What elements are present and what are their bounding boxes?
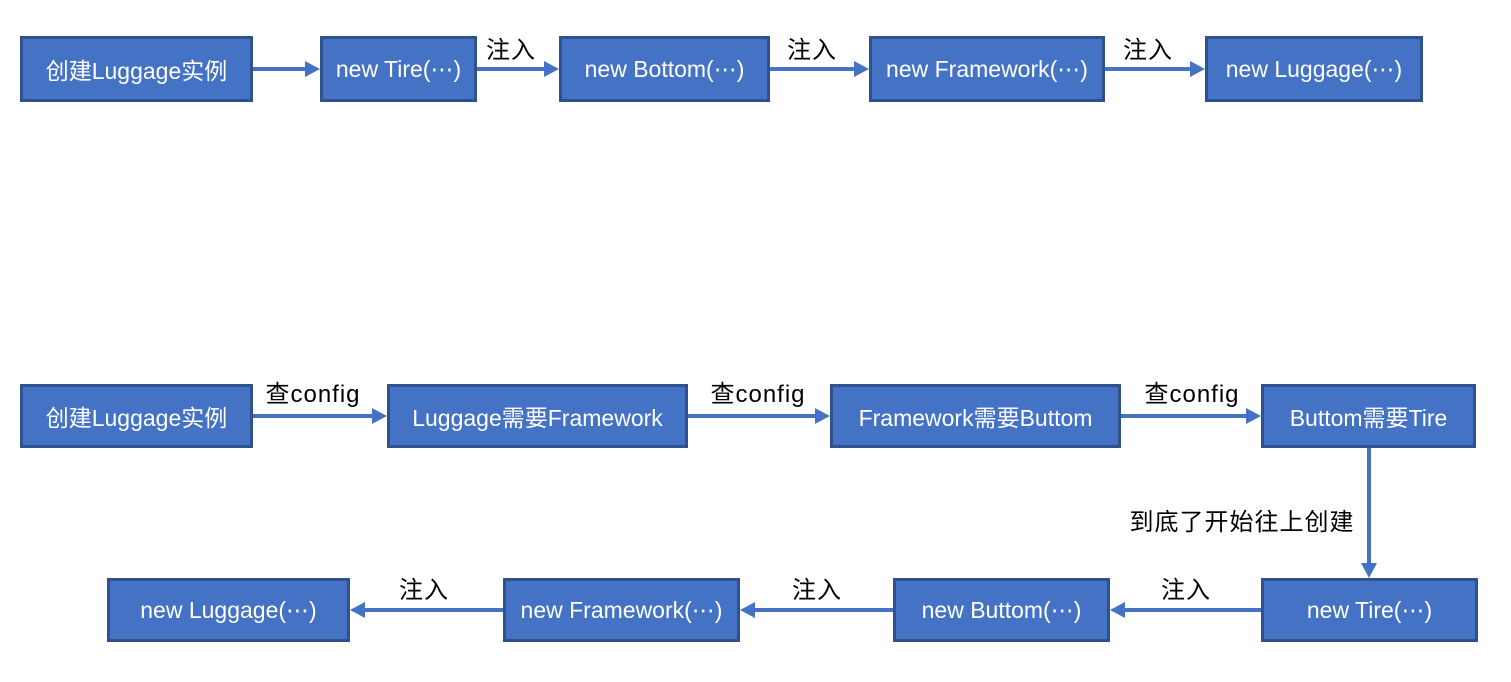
node-top-create-luggage-instance: 创建Luggage实例 — [20, 36, 253, 102]
edge-label-inject: 注入 — [787, 37, 837, 64]
edge-label-inject: 注入 — [1123, 37, 1173, 64]
node-bot-new-framework: new Framework(⋯) — [503, 578, 740, 642]
edge-label-inject: 注入 — [1161, 577, 1211, 604]
arrow-left-icon — [755, 608, 893, 612]
node-bot-new-buttom: new Buttom(⋯) — [893, 578, 1110, 642]
node-mid-create-luggage-instance: 创建Luggage实例 — [20, 384, 253, 448]
node-mid-buttom-needs-tire: Buttom需要Tire — [1261, 384, 1476, 448]
arrow-right-icon — [253, 414, 372, 418]
node-top-new-framework: new Framework(⋯) — [869, 36, 1105, 102]
arrow-left-icon — [365, 608, 503, 612]
arrow-right-icon — [1105, 67, 1190, 71]
node-top-new-bottom: new Bottom(⋯) — [559, 36, 770, 102]
node-bot-new-tire: new Tire(⋯) — [1261, 578, 1478, 642]
edge-label-check-config: 查config — [265, 381, 361, 408]
edge-label-check-config: 查config — [1144, 381, 1240, 408]
node-mid-framework-needs-buttom: Framework需要Buttom — [830, 384, 1121, 448]
node-top-new-luggage: new Luggage(⋯) — [1205, 36, 1423, 102]
arrow-right-icon — [1121, 414, 1246, 418]
edge-label-inject: 注入 — [399, 577, 449, 604]
node-mid-luggage-needs-framework: Luggage需要Framework — [387, 384, 688, 448]
arrow-down-icon — [1367, 448, 1371, 563]
arrow-right-icon — [477, 67, 544, 71]
arrow-right-icon — [688, 414, 815, 418]
edge-label-inject: 注入 — [792, 577, 842, 604]
arrow-right-icon — [770, 67, 854, 71]
edge-label-inject: 注入 — [486, 37, 536, 64]
arrow-left-icon — [1125, 608, 1261, 612]
arrow-right-icon — [253, 67, 305, 71]
edge-label-check-config: 查config — [710, 381, 806, 408]
node-top-new-tire: new Tire(⋯) — [320, 36, 477, 102]
edge-label-bottom-reached: 到底了开始往上创建 — [1129, 509, 1355, 536]
node-bot-new-luggage: new Luggage(⋯) — [107, 578, 350, 642]
